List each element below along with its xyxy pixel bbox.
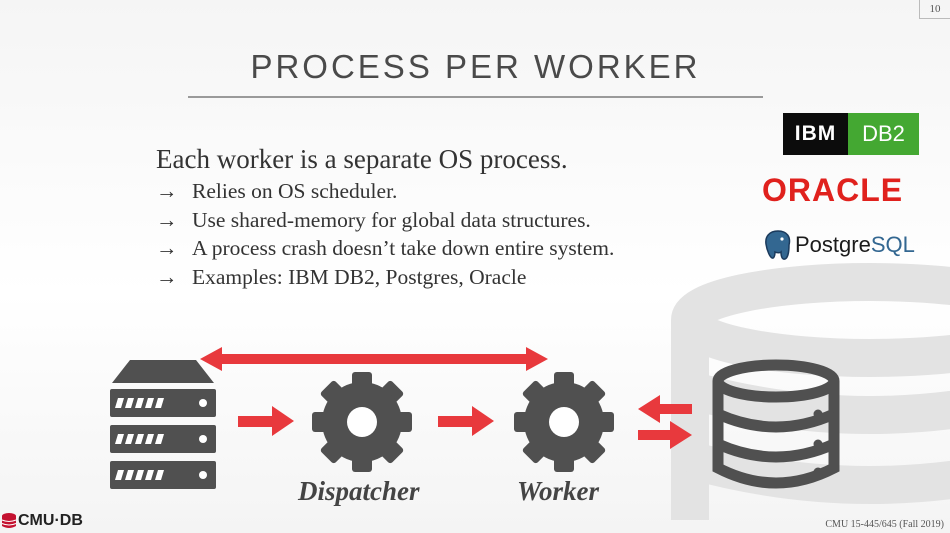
ibm-logo-text: IBM [783,113,848,155]
oracle-logo: ORACLE [762,172,904,208]
database-indicator-dots [813,409,823,477]
sub-point: →Use shared-memory for global data struc… [156,206,614,235]
cmu-db-logo: CMU·DB [0,512,83,530]
arrow-icon: → [156,264,178,289]
bullet-list: Each worker is a separate OS process. →R… [156,144,614,291]
elephant-icon [765,230,791,260]
worker-label: Worker [517,476,600,506]
dispatcher-label: Dispatcher [298,476,420,506]
course-footer: CMU 15-445/645 (Fall 2019) [825,519,944,530]
dispatcher-worker-arrow [438,406,494,436]
worker-gear-icon [514,372,614,472]
cmu-db-brand-text: CMU·DB [18,512,83,529]
arrow-icon: → [156,179,178,203]
server-icon [110,360,216,489]
worker-database-arrow [638,421,692,449]
ibm-db2-logo: IBM DB2 [783,113,919,155]
main-point: Each worker is a separate OS process. [156,144,568,174]
postgresql-logo: PostgreSQL [763,229,915,261]
cmu-db-database-icon [1,513,17,528]
db2-logo-text: DB2 [848,113,919,155]
slide-title: PROCESS PER WORKER [250,48,701,85]
database-icon [712,359,840,489]
sub-point: →Examples: IBM DB2, Postgres, Oracle [156,263,614,292]
arrow-icon: → [156,236,178,260]
postgresql-logo-text: PostgreSQL [795,232,915,257]
server-dispatcher-arrow [238,406,294,436]
sub-point: →A process crash doesn’t take down entir… [156,234,614,263]
database-worker-arrow [638,395,692,423]
server-worker-arrow [200,347,548,371]
sub-point: →Relies on OS scheduler. [156,177,614,206]
dispatcher-gear-icon [312,372,412,472]
arrow-icon: → [156,207,178,232]
slide-number: 10 [919,0,950,19]
title-underline [188,96,763,98]
